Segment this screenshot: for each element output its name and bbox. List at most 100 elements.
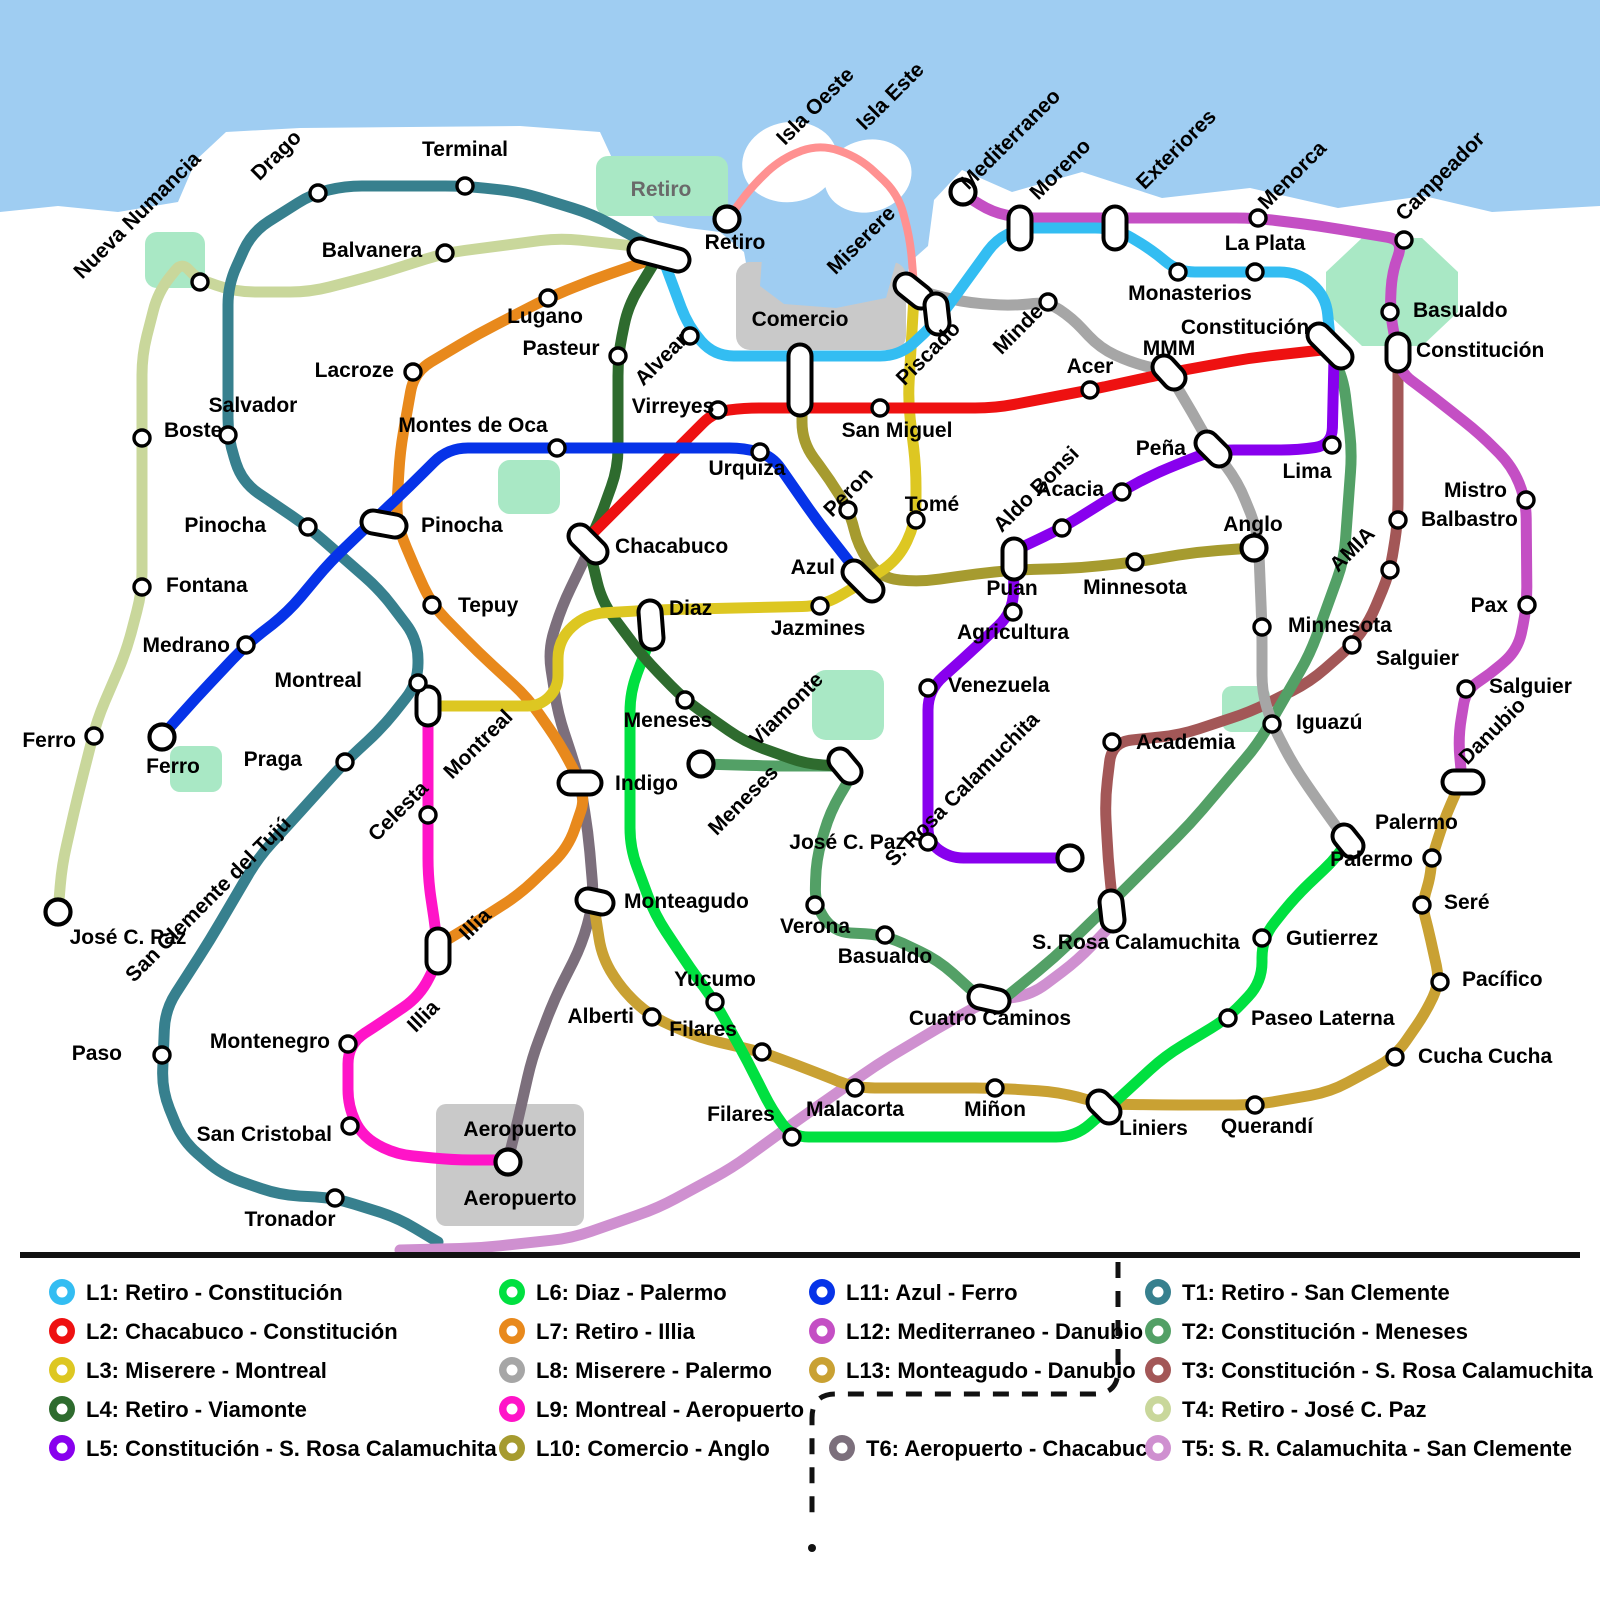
station-ferro[interactable] <box>84 726 104 746</box>
terminus-retiro[interactable] <box>712 204 742 234</box>
station-label-yucumo: Yucumo <box>674 968 756 991</box>
station-lima[interactable] <box>1322 435 1342 455</box>
station-acacia[interactable] <box>1112 482 1132 502</box>
station-yucumo[interactable] <box>705 992 725 1012</box>
legend-item-L6: L6: Diaz - Palermo <box>536 1280 727 1305</box>
station-palermo[interactable] <box>1422 848 1442 868</box>
legend-item-L8: L8: Miserere - Palermo <box>536 1358 772 1383</box>
station-label-alberti: Alberti <box>567 1005 634 1028</box>
station-paseo-laterna[interactable] <box>1218 1008 1238 1028</box>
station-verona[interactable] <box>805 895 825 915</box>
station-label-malacorta: Malacorta <box>806 1098 904 1121</box>
station-minnesota[interactable] <box>1252 617 1272 637</box>
station-venezuela[interactable] <box>918 678 938 698</box>
station-terminal[interactable] <box>455 176 475 196</box>
station-salguier[interactable] <box>1456 679 1476 699</box>
station-label-monteagudo: Monteagudo <box>624 890 749 913</box>
station-montenegro[interactable] <box>338 1034 358 1054</box>
station-celesta[interactable] <box>418 805 438 825</box>
station-virreyes[interactable] <box>708 400 728 420</box>
legend-item-L3: L3: Miserere - Montreal <box>86 1358 327 1383</box>
station-peron[interactable] <box>838 500 858 520</box>
station-minnesota[interactable] <box>1125 552 1145 572</box>
station-san-miguel[interactable] <box>870 398 890 418</box>
station-balvanera[interactable] <box>435 243 455 263</box>
terminus-mediterraneo[interactable] <box>948 177 978 207</box>
station-querandi[interactable] <box>1245 1095 1265 1115</box>
station-pinocha[interactable] <box>298 517 318 537</box>
station-menorca[interactable] <box>1248 208 1268 228</box>
station-label-acacia: Acacia <box>1036 478 1104 501</box>
station-salguier[interactable] <box>1342 635 1362 655</box>
station-balbastro[interactable] <box>1388 510 1408 530</box>
station-agricultura[interactable] <box>1003 602 1023 622</box>
station-la-plata[interactable] <box>1245 262 1265 282</box>
station-lacroze[interactable] <box>403 362 423 382</box>
station-label-anglo: Anglo <box>1223 513 1282 536</box>
station-sere[interactable] <box>1412 895 1432 915</box>
station-alberti[interactable] <box>642 1007 662 1027</box>
station-gutierrez[interactable] <box>1252 928 1272 948</box>
station-tome[interactable] <box>906 510 926 530</box>
station-san-cristobal[interactable] <box>340 1116 360 1136</box>
station-jose-c-paz[interactable] <box>918 832 938 852</box>
station-aldo-bonsi[interactable] <box>1052 518 1072 538</box>
station-academia[interactable] <box>1102 732 1122 752</box>
station-meneses[interactable] <box>675 690 695 710</box>
station-iguazu[interactable] <box>1262 714 1282 734</box>
station-paso[interactable] <box>152 1045 172 1065</box>
station-praga[interactable] <box>335 752 355 772</box>
station-drago[interactable] <box>308 183 328 203</box>
station-medrano[interactable] <box>236 635 256 655</box>
station-tepuy[interactable] <box>422 595 442 615</box>
station-label-meneses: Meneses <box>704 761 783 840</box>
station-filares[interactable] <box>752 1042 772 1062</box>
station-minde[interactable] <box>1038 292 1058 312</box>
station-tronador[interactable] <box>325 1188 345 1208</box>
station-montes-de-oca[interactable] <box>547 438 567 458</box>
terminus-jose-c-paz[interactable] <box>43 897 73 927</box>
station-jazmines[interactable] <box>810 596 830 616</box>
terminus-ferro[interactable] <box>147 722 177 752</box>
terminus-aeropuerto[interactable] <box>493 1147 523 1177</box>
station-fontana[interactable] <box>132 577 152 597</box>
station-cucha-cucha[interactable] <box>1385 1047 1405 1067</box>
station-label-lacroze: Lacroze <box>315 359 394 382</box>
station-amia[interactable] <box>1380 560 1400 580</box>
station-acer[interactable] <box>1080 380 1100 400</box>
station-pasteur[interactable] <box>608 346 628 366</box>
station-basualdo[interactable] <box>1380 302 1400 322</box>
station-mistro[interactable] <box>1516 490 1536 510</box>
station-montreal[interactable] <box>408 673 428 693</box>
legend-item-L11: L11: Azul - Ferro <box>846 1280 1018 1305</box>
station-malacorta[interactable] <box>845 1078 865 1098</box>
station-label-pinocha: Pinocha <box>184 514 266 537</box>
station-monasterios[interactable] <box>1168 262 1188 282</box>
station-boste[interactable] <box>132 428 152 448</box>
station-label-tepuy: Tepuy <box>458 594 519 617</box>
station-pax[interactable] <box>1517 595 1537 615</box>
station-salvador[interactable] <box>218 425 238 445</box>
station-label-chacabuco: Chacabuco <box>615 535 728 558</box>
station-label-constitucion: Constitución <box>1181 316 1309 339</box>
station-label-pasteur: Pasteur <box>522 337 599 360</box>
station-minon[interactable] <box>985 1078 1005 1098</box>
terminus-s-rosa-calamuchita[interactable] <box>1055 843 1085 873</box>
station-filares[interactable] <box>782 1127 802 1147</box>
terminus-meneses[interactable] <box>686 749 716 779</box>
interchange-piscado-inner <box>926 295 948 333</box>
bay <box>760 258 896 308</box>
station-lugano[interactable] <box>538 288 558 308</box>
station-label-minnesota: Minnesota <box>1288 614 1392 637</box>
station-label-meneses: Meneses <box>624 709 713 732</box>
station-campeador[interactable] <box>1394 230 1414 250</box>
station-pacifico[interactable] <box>1430 972 1450 992</box>
line-L2 <box>580 344 1328 546</box>
legend-item-T3: T3: Constitución - S. Rosa Calamuchita <box>1182 1358 1593 1383</box>
station-nueva-numancia[interactable] <box>190 272 210 292</box>
station-alvear[interactable] <box>680 326 700 346</box>
station-urquiza[interactable] <box>750 442 770 462</box>
station-basualdo[interactable] <box>875 925 895 945</box>
terminus-anglo[interactable] <box>1239 533 1269 563</box>
station-label-praga: Praga <box>244 748 303 771</box>
